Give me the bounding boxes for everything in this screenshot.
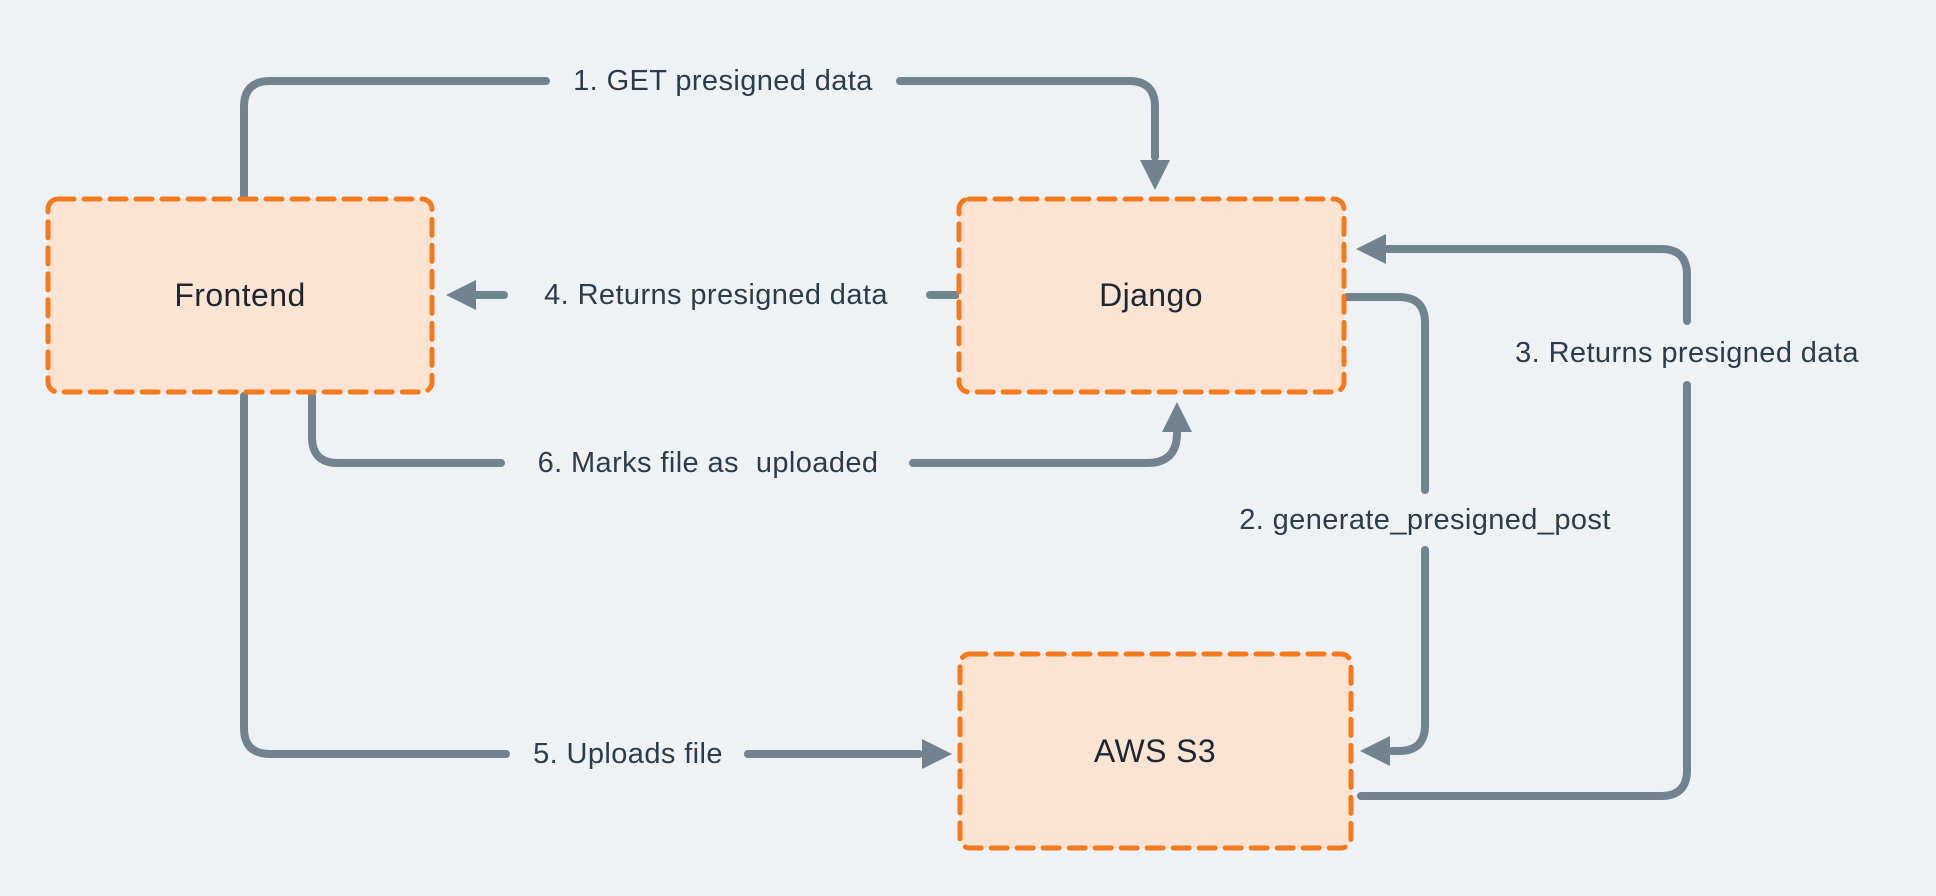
django-node: Django [956,196,1347,395]
django-label: Django [1099,277,1203,313]
edge-3-path-bottom [1357,381,1691,800]
edge-6-path-right [909,429,1181,467]
aws-s3-label: AWS S3 [1094,733,1216,769]
edge-1-label: 1. GET presigned data [573,65,873,97]
edge-6-arrowhead [1162,402,1192,432]
edge-3-arrowhead [1356,234,1386,264]
edge-1-arrowhead [1140,160,1170,190]
frontend-node: Frontend [45,196,435,395]
edge-2-arrowhead [1360,736,1390,766]
edge-2-label: 2. generate_presigned_post [1239,504,1611,536]
edge-6-path-left [308,392,505,467]
edge-5-path-left [240,392,510,758]
edge-2-generate-presigned-post: 2. generate_presigned_post [1239,293,1611,766]
edge-3-path-top [1384,245,1691,325]
edge-6-label: 6. Marks file as uploaded [538,447,879,479]
edge-5-label: 5. Uploads file [533,738,723,770]
edge-2-path-top [1343,293,1429,494]
edge-6-marks-file-uploaded: 6. Marks file as uploaded [308,392,1192,479]
edge-1-path-right [896,77,1159,161]
edge-4-label: 4. Returns presigned data [544,279,888,311]
edge-4-returns-presigned-data: 4. Returns presigned data [446,279,960,311]
edge-5-arrowhead [922,739,952,769]
edge-3-label: 3. Returns presigned data [1515,337,1859,369]
edge-5-uploads-file: 5. Uploads file [240,392,952,770]
edge-1-get-presigned-data: 1. GET presigned data [240,65,1170,203]
edge-4-arrowhead [446,280,476,310]
aws-s3-node: AWS S3 [957,651,1354,851]
aws-s3-box [957,651,1354,851]
edge-1-path-left [240,77,550,203]
frontend-box [45,196,435,395]
edge-2-path-bottom [1388,546,1429,755]
django-box [956,196,1347,395]
frontend-label: Frontend [174,277,305,313]
edge-3-returns-presigned-data: 3. Returns presigned data [1356,234,1859,800]
